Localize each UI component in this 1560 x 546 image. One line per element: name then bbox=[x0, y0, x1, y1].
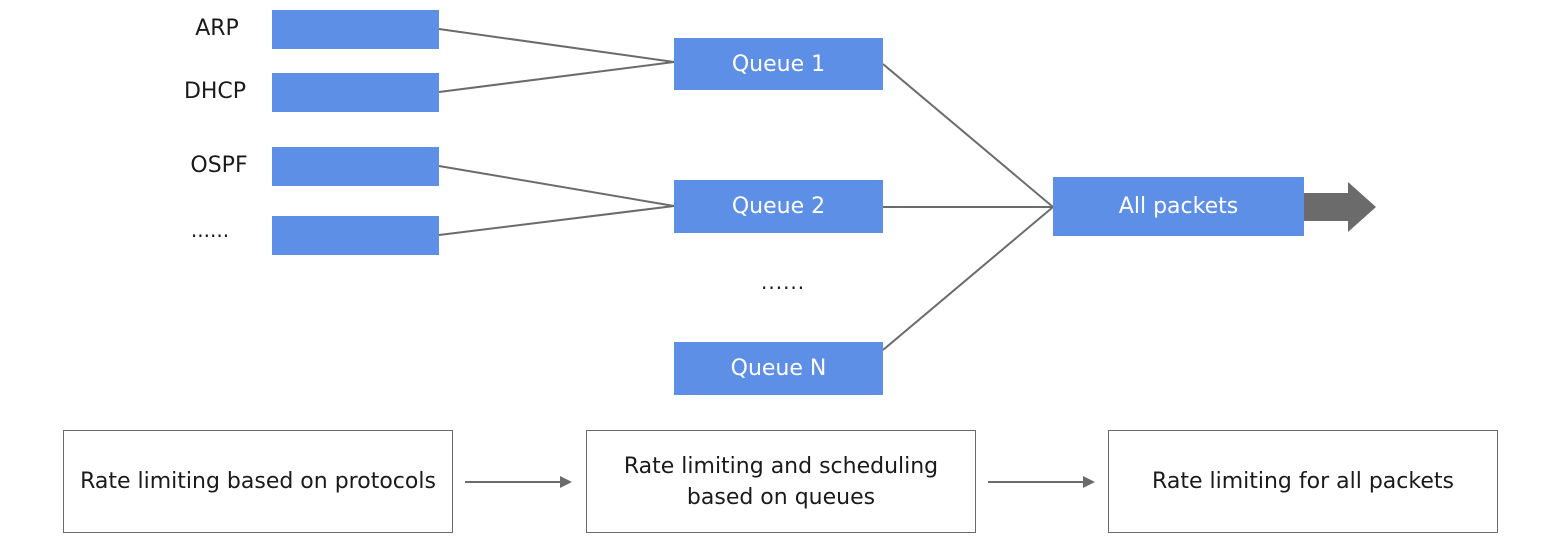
all-packets-box: All packets bbox=[1053, 177, 1304, 236]
queue-box-1: Queue 1 bbox=[674, 38, 883, 90]
queue-box-2: Queue 2 bbox=[674, 180, 883, 233]
protocol-box-dhcp bbox=[272, 73, 439, 112]
stage-2-text-line-1: Rate limiting and scheduling bbox=[623, 453, 939, 479]
stage-queue-rate-limiting: Rate limiting and scheduling based on qu… bbox=[586, 430, 976, 533]
protocol-label-arp: ARP bbox=[195, 16, 239, 41]
stage-all-packets-rate-limiting: Rate limiting for all packets bbox=[1108, 430, 1498, 533]
protocol-box-arp bbox=[272, 10, 439, 49]
output-arrow bbox=[1304, 182, 1376, 232]
protocol-box-ospf bbox=[272, 147, 439, 186]
protocol-label-ospf: OSPF bbox=[190, 153, 248, 178]
connector-arp-queue1 bbox=[438, 28, 675, 63]
connector-queue1-all bbox=[882, 63, 1054, 208]
connector-more-queue2 bbox=[438, 205, 675, 236]
protocol-label-more: ...... bbox=[190, 218, 230, 242]
connector-queuen-all bbox=[882, 206, 1054, 351]
queue-ellipsis: ...... bbox=[761, 270, 806, 294]
stage-3-text: Rate limiting for all packets bbox=[1152, 469, 1454, 494]
protocol-box-more bbox=[272, 216, 439, 255]
queue-box-n: Queue N bbox=[674, 342, 883, 395]
stage-1-text: Rate limiting based on protocols bbox=[80, 469, 436, 494]
stage-2-text-line-2: based on queues bbox=[686, 484, 876, 510]
stage-protocol-rate-limiting: Rate limiting based on protocols bbox=[63, 430, 453, 533]
connector-dhcp-queue1 bbox=[438, 61, 675, 93]
protocol-label-dhcp: DHCP bbox=[183, 79, 247, 104]
connector-ospf-queue2 bbox=[438, 165, 675, 207]
flow-arrow-2-head bbox=[1083, 476, 1095, 488]
flow-arrow-1-head bbox=[560, 476, 572, 488]
